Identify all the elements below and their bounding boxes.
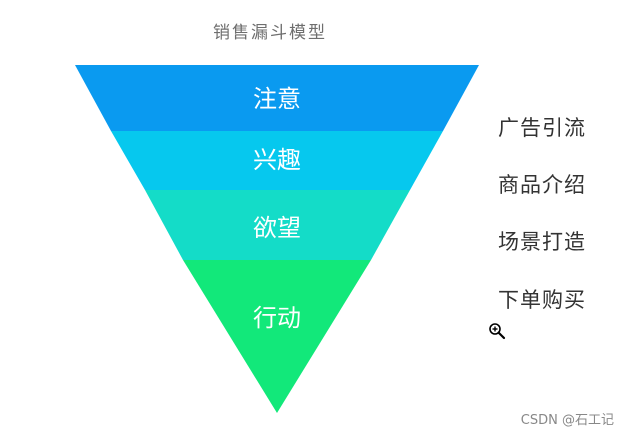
channel-label-purchase: 下单购买 — [498, 288, 586, 312]
funnel-segment-interest — [111, 131, 443, 190]
funnel-label-interest: 兴趣 — [253, 146, 301, 174]
channel-label-product: 商品介绍 — [498, 173, 586, 197]
funnel-label-action: 行动 — [253, 304, 301, 332]
funnel-segment-action — [183, 260, 371, 413]
funnel-label-attention: 注意 — [253, 85, 301, 113]
watermark: CSDN @石工记 — [520, 413, 614, 428]
diagram-title: 销售漏斗模型 — [213, 23, 327, 43]
funnel-label-desire: 欲望 — [253, 214, 301, 242]
funnel-segment-desire — [145, 190, 410, 260]
channel-label-scene: 场景打造 — [498, 230, 586, 254]
zoom-in-icon — [489, 323, 506, 340]
channel-label-ads: 广告引流 — [498, 116, 586, 140]
funnel-segment-attention — [75, 65, 479, 131]
